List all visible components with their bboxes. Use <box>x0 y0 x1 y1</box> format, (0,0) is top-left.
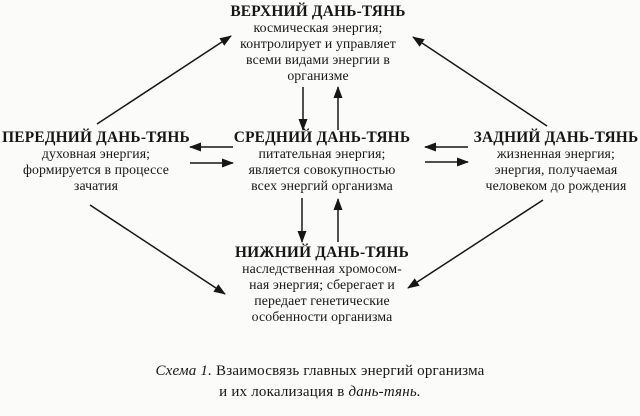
node-middle-dantian: СРЕДНИЙ ДАНЬ-ТЯНЬ питательная энергия; я… <box>222 129 422 194</box>
node-rear-title: ЗАДНИЙ ДАНЬ-ТЯНЬ <box>473 129 639 146</box>
node-upper-line: всеми видами энергии в <box>246 52 390 67</box>
node-lower-line: особенности организма <box>251 309 393 324</box>
node-front-title: ПЕРЕДНИЙ ДАНЬ-ТЯНЬ <box>2 129 190 146</box>
node-middle-line: питательная энергия; <box>258 146 386 161</box>
arrow-rear-to-upper <box>412 36 548 127</box>
caption-text: Взаимосвязь главных энергий организма <box>212 363 485 379</box>
figure-caption: Схема 1. Взаимосвязь главных энергий орг… <box>100 361 540 403</box>
caption-text: и их локализация в <box>219 384 349 400</box>
arrow-rear-to-lower <box>407 199 544 289</box>
node-lower-line: наследственная хромосом- <box>242 261 402 276</box>
node-upper-line: космическая энергия; <box>253 20 383 35</box>
node-front-dantian: ПЕРЕДНИЙ ДАНЬ-ТЯНЬ духовная энергия; фор… <box>0 129 192 194</box>
caption-line-2: и их локализация в дань-тянь. <box>100 382 540 403</box>
node-lower-dantian: НИЖНИЙ ДАНЬ-ТЯНЬ наследственная хромосом… <box>214 244 430 325</box>
node-lower-line: ная энергия; сберегает и <box>249 277 395 292</box>
node-upper-title: ВЕРХНИЙ ДАНЬ-ТЯНЬ <box>230 3 406 20</box>
node-middle-line: является совокупностью <box>248 162 396 177</box>
node-middle-title: СРЕДНИЙ ДАНЬ-ТЯНЬ <box>233 129 411 146</box>
node-rear-line: энергия, получаемая <box>494 162 618 177</box>
caption-figure-label: Схема 1. <box>155 363 213 379</box>
node-front-line: духовная энергия; <box>41 146 151 161</box>
node-rear-dantian: ЗАДНИЙ ДАНЬ-ТЯНЬ жизненная энергия; энер… <box>460 129 640 194</box>
node-front-line: формируется в процессе <box>22 162 170 177</box>
node-lower-line: передает генетические <box>254 293 390 308</box>
node-front-line: зачатия <box>73 178 119 193</box>
node-rear-line: жизненная энергия; <box>497 146 615 161</box>
node-lower-title: НИЖНИЙ ДАНЬ-ТЯНЬ <box>234 244 410 261</box>
arrow-front-to-upper <box>96 35 232 125</box>
node-rear-line: человеком до рождения <box>485 178 627 193</box>
arrow-front-to-lower <box>89 204 226 295</box>
caption-line-1: Схема 1. Взаимосвязь главных энергий орг… <box>100 361 540 382</box>
node-upper-line: организме <box>287 68 349 83</box>
node-middle-line: всех энергий организма <box>251 178 393 193</box>
caption-term: дань-тянь. <box>348 384 421 400</box>
node-upper-line: контролирует и управляет <box>240 36 396 51</box>
node-upper-dantian: ВЕРХНИЙ ДАНЬ-ТЯНЬ космическая энергия; к… <box>200 3 436 84</box>
